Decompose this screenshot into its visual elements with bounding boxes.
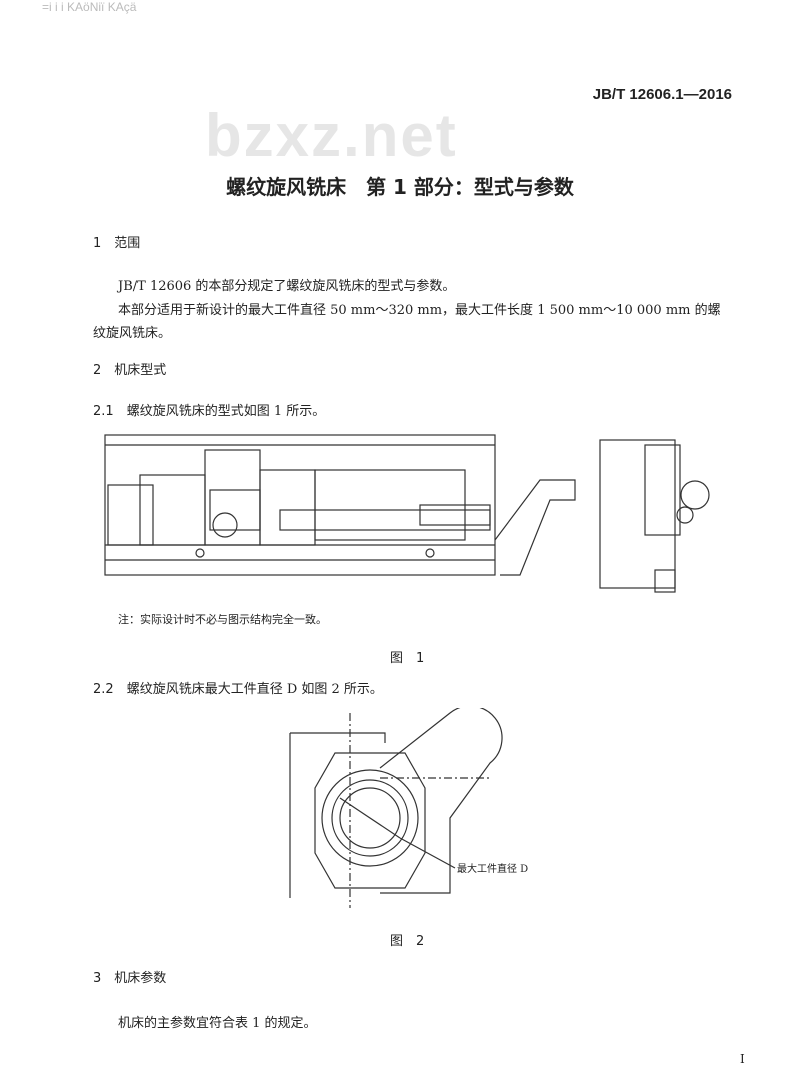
figure-2-drawing bbox=[289, 708, 503, 908]
s1-paragraph-2: 本部分适用于新设计的最大工件直径 50 mm～320 mm，最大工件长度 1 5… bbox=[118, 303, 721, 318]
top-mark: =i i i KAöNiï KAçä bbox=[42, 0, 137, 14]
s2-1-text: 2.1 螺纹旋风铣床的型式如图 1 所示。 bbox=[93, 404, 326, 419]
s2-2-text: 2.2 螺纹旋风铣床最大工件直径 D 如图 2 所示。 bbox=[93, 682, 383, 697]
page-number: I bbox=[740, 1052, 745, 1066]
section-2-heading: 2 机床型式 bbox=[93, 363, 167, 378]
section-3-heading: 3 机床参数 bbox=[93, 971, 167, 986]
figure-1-note: 注：实际设计时不必与图示结构完全一致。 bbox=[118, 613, 327, 626]
s3-paragraph-1: 机床的主参数宜符合表 1 的规定。 bbox=[118, 1016, 317, 1031]
watermark: bzxz.net bbox=[205, 102, 458, 169]
figure-2-label: 最大工件直径 D bbox=[457, 864, 529, 875]
page-title: 螺纹旋风铣床 第 1 部分：型式与参数 bbox=[226, 175, 574, 199]
figure-2-caption: 图 2 bbox=[390, 934, 425, 949]
section-1-heading: 1 范围 bbox=[93, 236, 141, 251]
standard-number: JB/T 12606.1—2016 bbox=[592, 86, 732, 103]
figure-1-caption: 图 1 bbox=[390, 651, 425, 666]
s1-paragraph-2-cont: 纹旋风铣床。 bbox=[93, 326, 172, 341]
figure-1-drawing bbox=[104, 434, 710, 593]
s1-paragraph-1: JB/T 12606 的本部分规定了螺纹旋风铣床的型式与参数。 bbox=[118, 279, 456, 294]
